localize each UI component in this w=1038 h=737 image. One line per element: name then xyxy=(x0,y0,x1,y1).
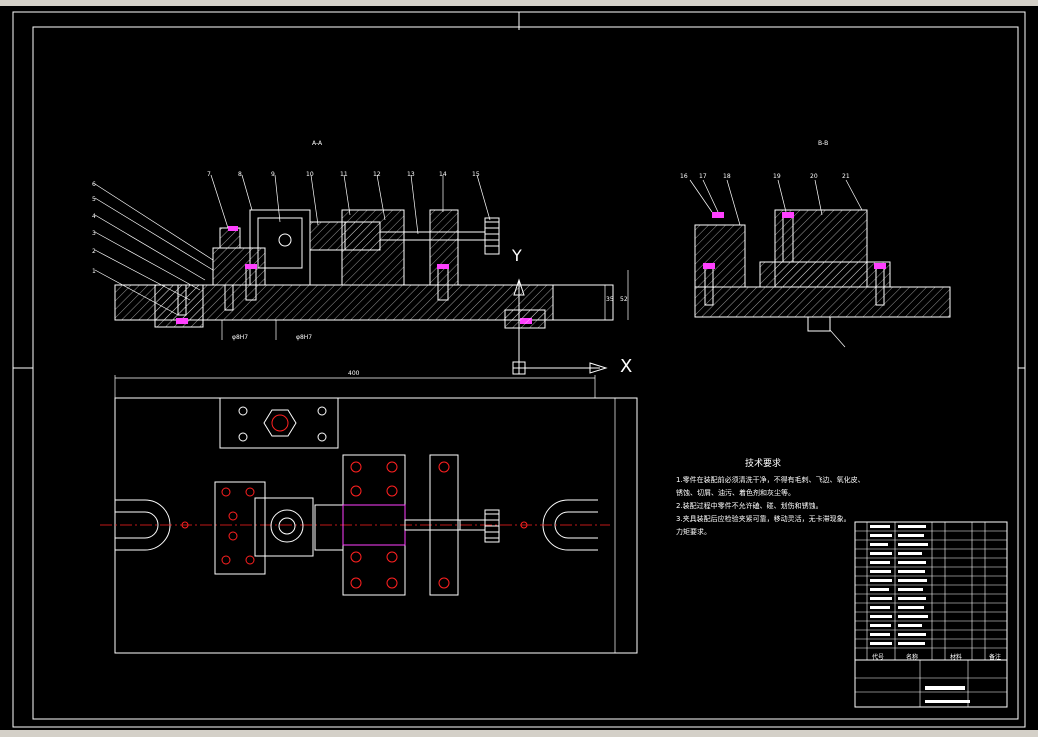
balloon-b: 18 xyxy=(723,173,731,180)
inner-border xyxy=(32,26,1019,720)
balloon-a: 3 xyxy=(92,230,96,237)
tech-line: 力矩要求。 xyxy=(676,528,711,536)
tech-requirements-title: 技术要求 xyxy=(745,459,782,469)
tech-line: 3.夹具装配后应检验夹紧可靠，移动灵活，无卡滞现象。 xyxy=(676,515,851,523)
small-dim-2: φ8H7 xyxy=(296,334,313,341)
height-dim-a: 35 xyxy=(606,296,614,303)
section-a-view xyxy=(94,174,629,340)
balloon-a: 6 xyxy=(92,181,96,188)
balloon-a: 9 xyxy=(271,171,275,178)
plan-view xyxy=(100,375,638,654)
ucs-axis-icon xyxy=(512,278,608,375)
balloon-a: 11 xyxy=(340,171,348,178)
title-block-material-header: 材料 xyxy=(950,654,963,661)
balloon-a: 4 xyxy=(92,213,96,220)
balloon-a: 1 xyxy=(92,268,96,275)
balloon-b: 20 xyxy=(810,173,818,180)
window-top-bar xyxy=(0,0,1038,6)
balloon-a: 7 xyxy=(207,171,211,178)
balloon-a: 14 xyxy=(439,171,447,178)
balloon-b: 16 xyxy=(680,173,688,180)
title-block-code-header: 代号 xyxy=(872,654,885,661)
section-b-title: B-B xyxy=(818,140,829,147)
balloon-a: 8 xyxy=(238,171,242,178)
axis-x-label: X xyxy=(620,356,633,377)
title-block xyxy=(854,521,1008,708)
balloon-a: 12 xyxy=(373,171,381,178)
axis-y-label: Y xyxy=(512,246,522,265)
small-dim-1: φ8H7 xyxy=(232,334,249,341)
plan-width-dim: 400 xyxy=(348,370,360,377)
section-b-view xyxy=(689,179,951,348)
balloon-b: 19 xyxy=(773,173,781,180)
balloon-a: 15 xyxy=(472,171,480,178)
balloon-b: 17 xyxy=(699,173,707,180)
balloon-b: 21 xyxy=(842,173,850,180)
balloon-a: 2 xyxy=(92,248,96,255)
balloon-a: 10 xyxy=(306,171,314,178)
window-bottom-bar xyxy=(0,730,1038,737)
tech-line: 1.零件在装配前必须清洗干净，不得有毛刺、飞边、氧化皮、 xyxy=(676,476,865,484)
title-block-name-header: 名称 xyxy=(906,654,919,661)
height-dim-b: 52 xyxy=(620,296,628,303)
title-block-remark-header: 备注 xyxy=(989,654,1002,661)
balloon-a: 5 xyxy=(92,196,96,203)
tech-line: 2.装配过程中零件不允许磕、碰、划伤和锈蚀。 xyxy=(676,502,823,510)
tech-line: 锈蚀、切屑、油污、着色剂和灰尘等。 xyxy=(676,489,795,497)
balloon-a: 13 xyxy=(407,171,415,178)
section-a-title: A-A xyxy=(312,140,323,147)
